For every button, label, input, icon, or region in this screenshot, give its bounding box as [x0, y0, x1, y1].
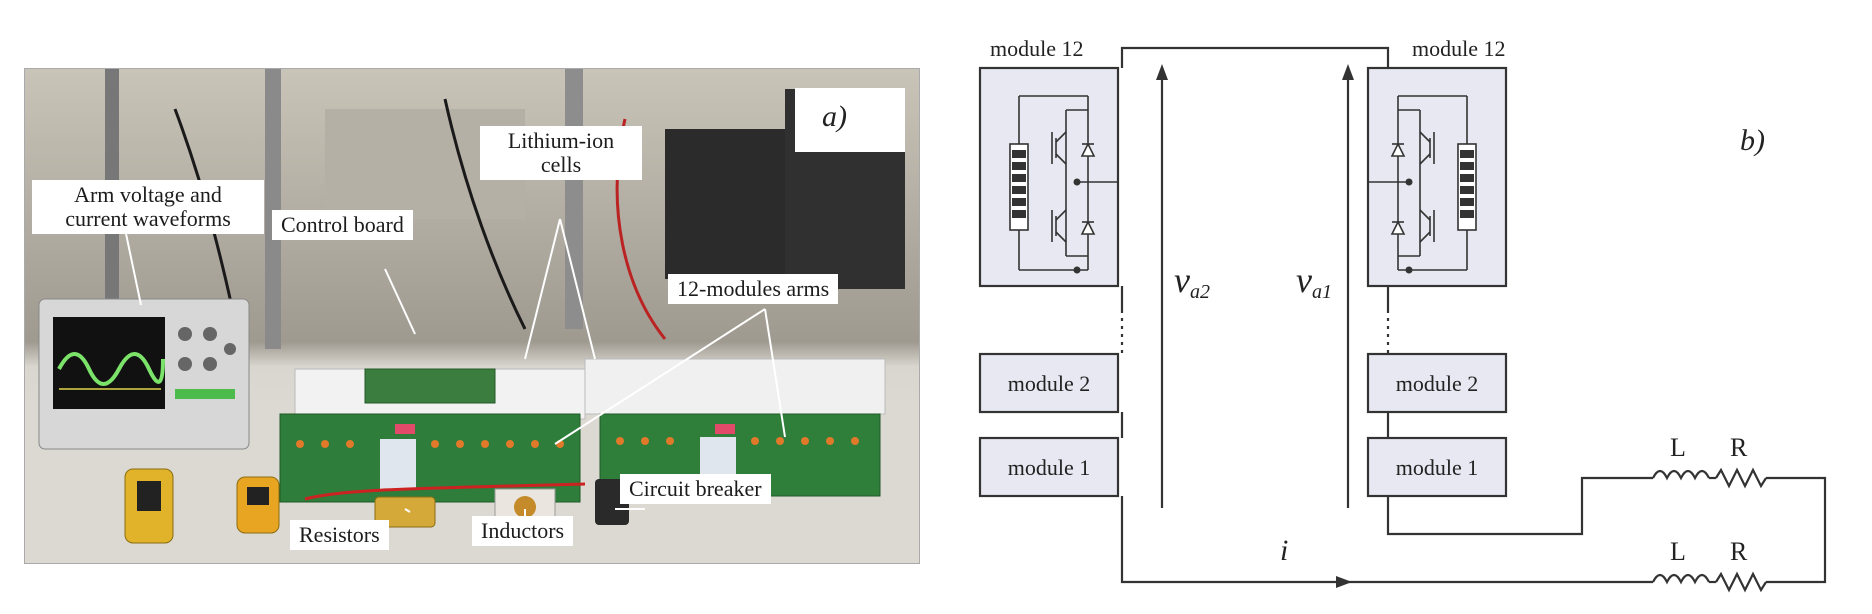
resistor-bottom	[1715, 571, 1767, 593]
callout-lithium-cells-line2: cells	[540, 152, 582, 177]
module-1-left-box	[978, 436, 1120, 498]
resistor-top	[1715, 467, 1767, 489]
callout-control-board: Control board	[272, 210, 413, 240]
label-resistor-bottom: R	[1730, 537, 1748, 566]
label-current: i	[1280, 534, 1288, 567]
label-resistor-top: R	[1730, 433, 1748, 462]
panel-a-label-box	[795, 88, 905, 152]
module-2-right-box	[1366, 352, 1508, 414]
callout-arm-waveforms-line2: current waveforms	[65, 206, 231, 231]
module-1-right-box	[1366, 436, 1508, 498]
panel-a-label: a)	[822, 100, 847, 133]
label-module-1-left: module 1	[1008, 455, 1091, 480]
callout-arm-waveforms: Arm voltage and current waveforms	[32, 180, 264, 234]
module-2-left-box	[978, 352, 1120, 414]
label-module-1-right: module 1	[1396, 455, 1479, 480]
callout-modules-arms: 12-modules arms	[668, 274, 839, 304]
label-module-2-left: module 2	[1008, 371, 1091, 396]
callout-circuit-breaker: Circuit breaker	[620, 474, 771, 504]
current-arrow	[1336, 576, 1352, 588]
inductor-top	[1652, 469, 1710, 481]
label-module-12-left: module 12	[990, 36, 1084, 61]
test-bench-photo	[24, 68, 920, 564]
label-va2: va2	[1174, 260, 1210, 303]
pcb-arm-1	[279, 413, 581, 503]
label-module-2-right: module 2	[1396, 371, 1479, 396]
oscilloscope	[38, 298, 250, 450]
callout-lithium-cells-line1: Lithium-ion	[507, 128, 615, 153]
callout-inductors: Inductors	[472, 516, 574, 546]
label-inductor-bottom: L	[1670, 537, 1686, 566]
inductor-bottom	[1652, 573, 1710, 585]
callout-arm-waveforms-line1: Arm voltage and	[74, 182, 222, 207]
module-12-left-box	[978, 66, 1120, 288]
circuit-diagram: module 12 module 12 module 2 module 1 mo…	[978, 36, 1827, 593]
label-va2-subscript: a2	[1190, 281, 1210, 303]
callout-lithium-cells: Lithium-ion cells	[480, 126, 642, 180]
test-bench-illustration	[25, 69, 919, 563]
label-va1-subscript: a1	[1312, 281, 1332, 303]
panel-b-label: b)	[1740, 124, 1765, 157]
label-module-12-right: module 12	[1412, 36, 1506, 61]
label-va1: va1	[1296, 260, 1332, 303]
label-inductor-top: L	[1670, 433, 1686, 462]
callout-resistors: Resistors	[290, 520, 389, 550]
module-12-right-box	[1366, 66, 1508, 288]
label-va2-symbol: v	[1174, 260, 1190, 300]
label-va1-symbol: v	[1296, 260, 1312, 300]
